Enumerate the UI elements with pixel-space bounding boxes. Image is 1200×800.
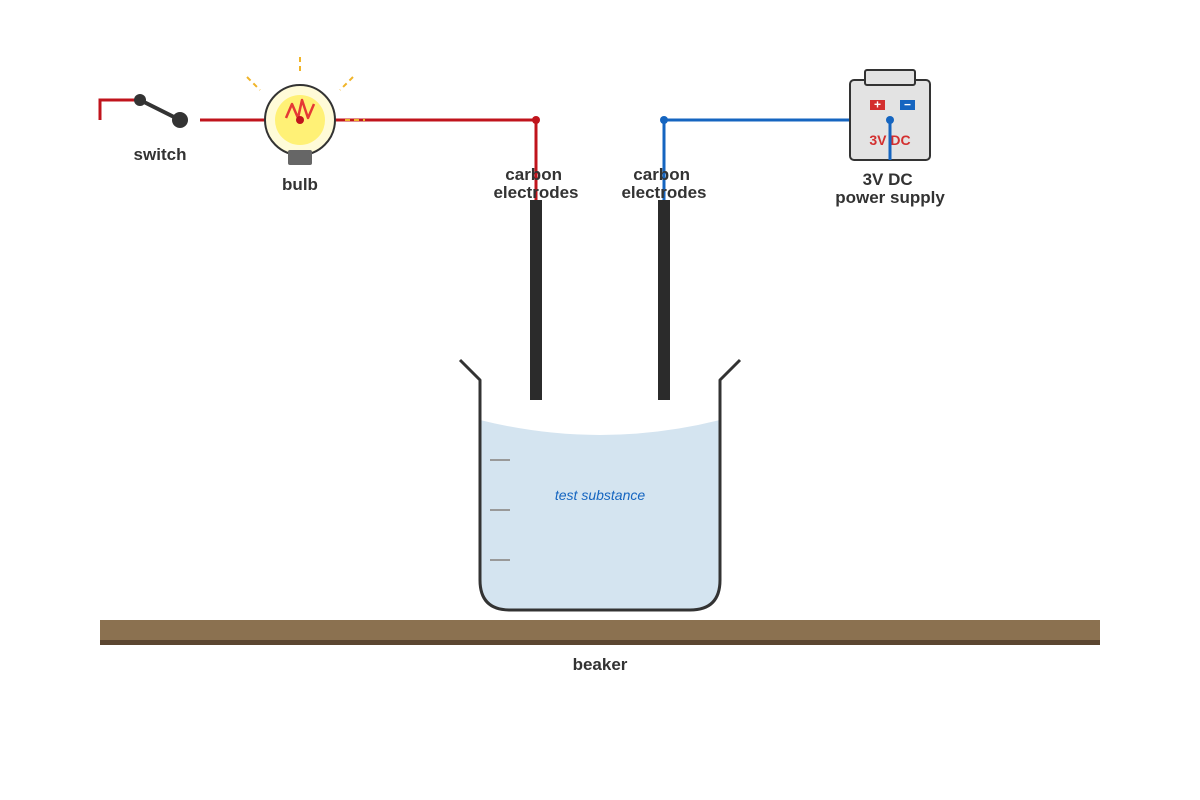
graduation-marks <box>490 459 510 561</box>
positive-terminal-label: + <box>874 98 881 112</box>
wire-junction-right <box>660 116 668 124</box>
test-substance-liquid <box>480 420 720 610</box>
light-rays <box>246 57 365 121</box>
electrode-left-label: carbon electrodes <box>493 165 578 202</box>
switch-label: switch <box>134 145 187 164</box>
carbon-electrode-left <box>530 200 542 400</box>
electrode-right-label: carbon electrodes <box>621 165 706 202</box>
bulb-label: bulb <box>282 175 318 194</box>
switch-icon[interactable] <box>134 94 188 128</box>
bench <box>100 620 1100 640</box>
positive-terminal <box>870 100 885 110</box>
negative-wire <box>662 118 850 200</box>
beaker <box>458 358 742 612</box>
battery-icon: + − 3V DC <box>849 69 931 161</box>
test-substance-label: test substance <box>555 487 645 503</box>
beaker-label: beaker <box>573 655 628 674</box>
power-supply-label: 3V DC power supply <box>835 170 945 207</box>
positive-wire <box>98 98 538 200</box>
negative-terminal-label: − <box>904 98 911 112</box>
negative-terminal <box>900 100 915 110</box>
carbon-electrode-right <box>658 200 670 400</box>
wire-junction-left <box>532 116 540 124</box>
lightbulb-icon <box>246 57 365 165</box>
bench-edge <box>100 640 1100 645</box>
